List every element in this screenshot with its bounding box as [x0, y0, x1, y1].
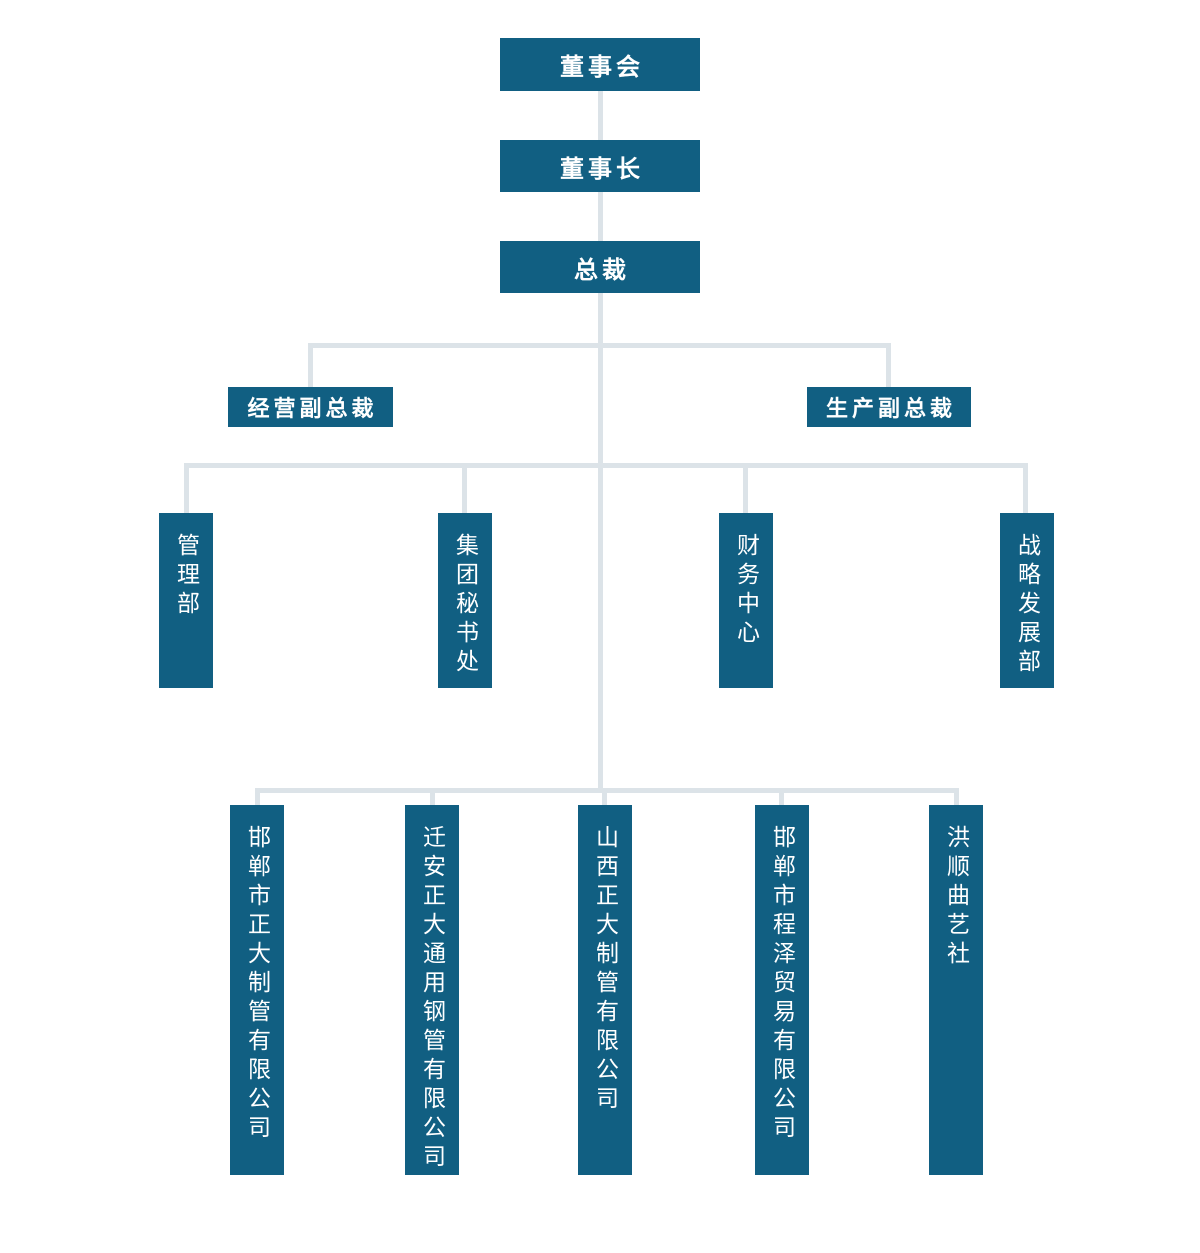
connector-chairman-president	[598, 192, 603, 241]
connector-drop-subsidiary-1	[255, 788, 260, 805]
node-president-label: 总裁	[574, 257, 630, 284]
connector-subsidiary-rail	[255, 788, 959, 793]
connector-board-chairman	[598, 91, 603, 140]
node-finance-center: 财务中心	[719, 513, 773, 688]
node-subsidiary-hongshun-quyishe: 洪顺曲艺社	[929, 805, 983, 1175]
node-finance-center-label: 财务中心	[733, 533, 760, 649]
connector-drop-group-secretariat	[462, 463, 467, 513]
connector-department-rail	[184, 463, 1028, 468]
connector-drop-subsidiary-5	[954, 788, 959, 805]
connector-drop-vp-production	[886, 343, 891, 387]
node-vp-production-label: 生产副总裁	[825, 396, 956, 421]
connector-drop-finance-center	[743, 463, 748, 513]
node-vp-operations-label: 经营副总裁	[247, 396, 378, 421]
node-subsidiary-handan-zhengda: 邯郸市正大制管有限公司	[230, 805, 284, 1175]
node-board: 董事会	[500, 38, 700, 91]
node-board-label: 董事会	[560, 55, 644, 81]
connector-drop-subsidiary-3	[602, 788, 607, 805]
node-vp-operations: 经营副总裁	[228, 387, 393, 427]
node-vp-production: 生产副总裁	[807, 387, 971, 427]
node-subsidiary-shanxi-zhengda: 山西正大制管有限公司	[578, 805, 632, 1175]
node-subsidiary-hongshun-quyishe-label: 洪顺曲艺社	[943, 825, 970, 970]
node-strategy-development-department-label: 战略发展部	[1014, 533, 1041, 678]
node-subsidiary-handan-chengze-label: 邯郸市程泽贸易有限公司	[769, 825, 796, 1144]
node-management-department-label: 管理部	[173, 533, 200, 620]
connector-drop-subsidiary-4	[779, 788, 784, 805]
node-strategy-development-department: 战略发展部	[1000, 513, 1054, 688]
node-chairman: 董事长	[500, 140, 700, 192]
connector-center-spine	[598, 293, 603, 793]
node-subsidiary-handan-chengze: 邯郸市程泽贸易有限公司	[755, 805, 809, 1175]
node-subsidiary-handan-zhengda-label: 邯郸市正大制管有限公司	[244, 825, 271, 1144]
connector-vp-rail	[308, 343, 891, 348]
node-president: 总裁	[500, 241, 700, 293]
node-management-department: 管理部	[159, 513, 213, 688]
node-subsidiary-qianan-zhengda: 迁安正大通用钢管有限公司	[405, 805, 459, 1175]
node-group-secretariat-label: 集团秘书处	[452, 533, 479, 678]
connector-drop-management	[184, 463, 189, 513]
node-subsidiary-shanxi-zhengda-label: 山西正大制管有限公司	[592, 825, 619, 1115]
connector-drop-vp-operations	[308, 343, 313, 387]
connector-drop-strategy-department	[1023, 463, 1028, 513]
node-group-secretariat: 集团秘书处	[438, 513, 492, 688]
node-subsidiary-qianan-zhengda-label: 迁安正大通用钢管有限公司	[419, 825, 446, 1173]
node-chairman-label: 董事长	[560, 156, 644, 183]
connector-drop-subsidiary-2	[430, 788, 435, 805]
